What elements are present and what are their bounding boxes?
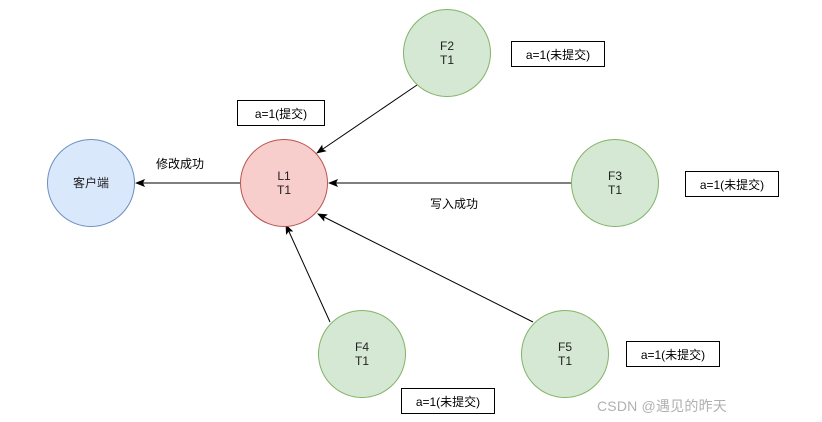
write-success-label: 写入成功 [430, 197, 479, 211]
f4-note: a=1(未提交) [401, 388, 495, 414]
client-label: 客户端 [72, 176, 109, 190]
leader-term: T1 [276, 183, 291, 197]
follower-term: T1 [354, 354, 369, 368]
follower-node-f4: F4 T1 [318, 310, 406, 398]
follower-name: F5 [557, 340, 572, 354]
leader-note: a=1(提交) [237, 100, 325, 126]
follower-name: F3 [607, 169, 622, 183]
follower-name: F2 [439, 39, 454, 53]
watermark: CSDN @遇见的昨天 [597, 398, 727, 414]
modify-success-label: 修改成功 [156, 157, 205, 171]
follower-term: T1 [557, 354, 572, 368]
follower-term: T1 [439, 53, 454, 67]
leader-name: L1 [277, 169, 291, 183]
follower-node-f3: F3 T1 [571, 139, 659, 227]
follower-term: T1 [607, 183, 622, 197]
follower-name: F4 [354, 340, 369, 354]
client-node: 客户端 [47, 139, 135, 227]
follower-node-f5: F5 T1 [521, 310, 609, 398]
edge-f2-to-leader [316, 84, 418, 154]
f2-note: a=1(未提交) [511, 41, 605, 67]
leader-node-l1: L1 T1 [240, 139, 328, 227]
f3-note: a=1(未提交) [685, 171, 779, 197]
edge-f4-to-leader [285, 224, 331, 323]
f5-note: a=1(未提交) [626, 341, 720, 367]
follower-node-f2: F2 T1 [403, 9, 491, 97]
edge-f5-to-leader [317, 213, 534, 323]
